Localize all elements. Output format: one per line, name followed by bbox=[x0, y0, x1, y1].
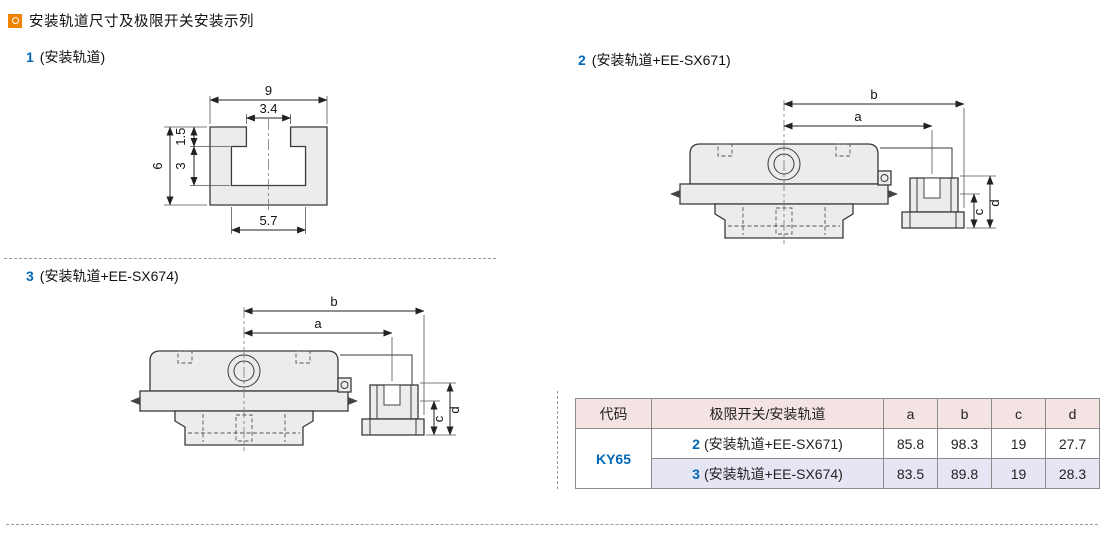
horizontal-separator bbox=[4, 258, 496, 259]
section-3-heading: 3 (安装轨道+EE-SX674) bbox=[26, 266, 179, 286]
dim-label-6: 6 bbox=[150, 162, 165, 169]
cell-c: 19 bbox=[991, 458, 1046, 489]
dimension-height: 6 bbox=[150, 126, 207, 206]
cell-d: 27.7 bbox=[1045, 428, 1100, 459]
dimension-inner-depth: 3 bbox=[173, 146, 230, 186]
header-a: a bbox=[883, 398, 938, 429]
cell-b: 98.3 bbox=[937, 428, 992, 459]
cell-d: 28.3 bbox=[1045, 458, 1100, 489]
dim-label-9: 9 bbox=[265, 83, 272, 98]
dim-label-3-4: 3.4 bbox=[259, 101, 277, 116]
dim-label-3: 3 bbox=[173, 162, 188, 169]
header-switch-rail: 极限开关/安装轨道 bbox=[651, 398, 884, 429]
cell-a: 85.8 bbox=[883, 428, 938, 459]
section-marker-icon bbox=[8, 13, 22, 28]
section-1-label: (安装轨道) bbox=[39, 49, 106, 65]
guide-drawing-sx674 bbox=[100, 293, 470, 518]
row-number: 3 bbox=[692, 465, 700, 482]
cell-b: 89.8 bbox=[937, 458, 992, 489]
section-2-label: (安装轨道+EE-SX671) bbox=[591, 52, 731, 68]
dimension-top-width: 9 bbox=[209, 83, 328, 124]
dimension-bottom-width: 5.7 bbox=[230, 207, 307, 234]
bottom-separator bbox=[6, 524, 1098, 525]
page-title: 安装轨道尺寸及极限开关安装示列 bbox=[29, 14, 254, 30]
dimension-slot-width: 3.4 bbox=[245, 101, 292, 124]
page-header: 安装轨道尺寸及极限开关安装示列 bbox=[8, 10, 254, 31]
cell-switch-label: 3(安装轨道+EE-SX674) bbox=[651, 458, 884, 489]
header-code: 代码 bbox=[575, 398, 652, 429]
rail-profile bbox=[209, 126, 328, 206]
dim-label-5-7: 5.7 bbox=[259, 213, 277, 228]
cell-c: 19 bbox=[991, 428, 1046, 459]
header-c: c bbox=[991, 398, 1046, 429]
row-number: 2 bbox=[692, 435, 700, 452]
dimension-table: 代码 极限开关/安装轨道 a b c d KY65 2(安装轨道+EE-SX67… bbox=[575, 398, 1100, 489]
dim-label-1-5: 1.5 bbox=[173, 128, 188, 146]
row-label: (安装轨道+EE-SX671) bbox=[703, 435, 843, 452]
section-3-label: (安装轨道+EE-SX674) bbox=[39, 268, 179, 284]
marker-ring-icon bbox=[11, 17, 19, 24]
section-2-number: 2 bbox=[578, 52, 586, 68]
table-header-row: 代码 极限开关/安装轨道 a b c d bbox=[575, 398, 1100, 429]
section-1-heading: 1 (安装轨道) bbox=[26, 47, 105, 67]
table-row-sx674: 3(安装轨道+EE-SX674) 83.5 89.8 19 28.3 bbox=[576, 458, 1100, 489]
vertical-separator bbox=[557, 391, 558, 489]
header-b: b bbox=[937, 398, 992, 429]
table-row-sx671: KY65 2(安装轨道+EE-SX671) 85.8 98.3 19 27.7 bbox=[575, 428, 1100, 489]
section-2-heading: 2 (安装轨道+EE-SX671) bbox=[578, 50, 731, 70]
row-label: (安装轨道+EE-SX674) bbox=[703, 465, 843, 482]
section-1-number: 1 bbox=[26, 49, 34, 65]
cell-model-code: KY65 bbox=[575, 428, 652, 489]
guide-drawing-sx671 bbox=[640, 86, 1010, 311]
cell-switch-label: 2(安装轨道+EE-SX671) bbox=[651, 428, 884, 459]
rail-cross-section-drawing: 9 3.4 1.5 3 6 bbox=[150, 72, 390, 249]
header-d: d bbox=[1045, 398, 1100, 429]
cell-a: 83.5 bbox=[883, 458, 938, 489]
section-3-number: 3 bbox=[26, 268, 34, 284]
